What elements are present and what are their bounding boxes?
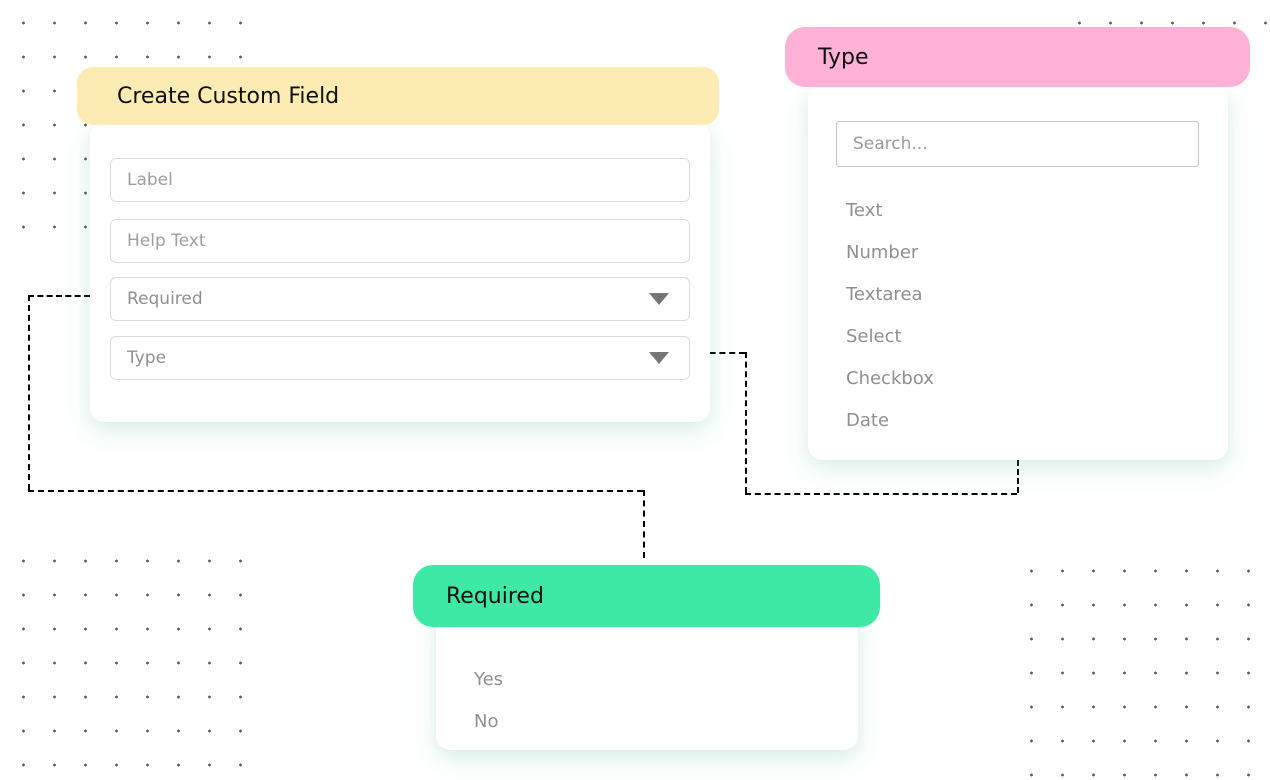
connector-required-segment-2 — [28, 295, 30, 490]
create-custom-field-title: Create Custom Field — [117, 83, 340, 109]
required-select-label: Required — [127, 289, 203, 309]
dot-grid-bottom-left — [0, 538, 262, 780]
type-option-checkbox[interactable]: Checkbox — [846, 367, 934, 389]
type-option-date[interactable]: Date — [846, 409, 890, 431]
required-select[interactable]: Required — [110, 277, 690, 321]
connector-type-segment-4 — [1017, 460, 1019, 493]
connector-type-segment-2 — [745, 352, 747, 493]
required-options-list: Yes No — [436, 658, 858, 742]
create-custom-field-card: Required Type — [90, 120, 710, 422]
help-text-input[interactable] — [110, 219, 690, 263]
required-card-title: Required — [446, 583, 544, 609]
connector-required-segment-1 — [28, 295, 90, 297]
required-card-header: Required — [413, 565, 880, 627]
type-option-number[interactable]: Number — [846, 241, 919, 263]
chevron-down-icon — [649, 293, 669, 305]
connector-type-segment-1 — [690, 352, 745, 354]
search-input[interactable] — [836, 121, 1199, 167]
required-option-no[interactable]: No — [474, 710, 499, 732]
create-custom-field-header: Create Custom Field — [77, 67, 719, 125]
type-option-select[interactable]: Select — [846, 325, 902, 347]
type-card: Text Number Textarea Select Checkbox Dat… — [808, 85, 1228, 460]
type-options-list: Text Number Textarea Select Checkbox Dat… — [808, 189, 1228, 441]
required-option-yes[interactable]: Yes — [474, 668, 504, 690]
type-option-text[interactable]: Text — [846, 199, 883, 221]
connector-required-segment-4 — [643, 490, 645, 558]
type-select-label: Type — [127, 348, 167, 368]
label-input[interactable] — [110, 158, 690, 202]
dot-grid-bottom-right — [1008, 548, 1270, 780]
dot-grid-top-right — [1056, 0, 1270, 28]
chevron-down-icon — [649, 352, 669, 364]
type-card-header: Type — [785, 27, 1250, 87]
type-option-textarea[interactable]: Textarea — [846, 283, 923, 305]
type-card-title: Type — [818, 44, 869, 70]
type-select[interactable]: Type — [110, 336, 690, 380]
connector-required-segment-3 — [28, 490, 643, 492]
connector-type-segment-3 — [745, 493, 1017, 495]
